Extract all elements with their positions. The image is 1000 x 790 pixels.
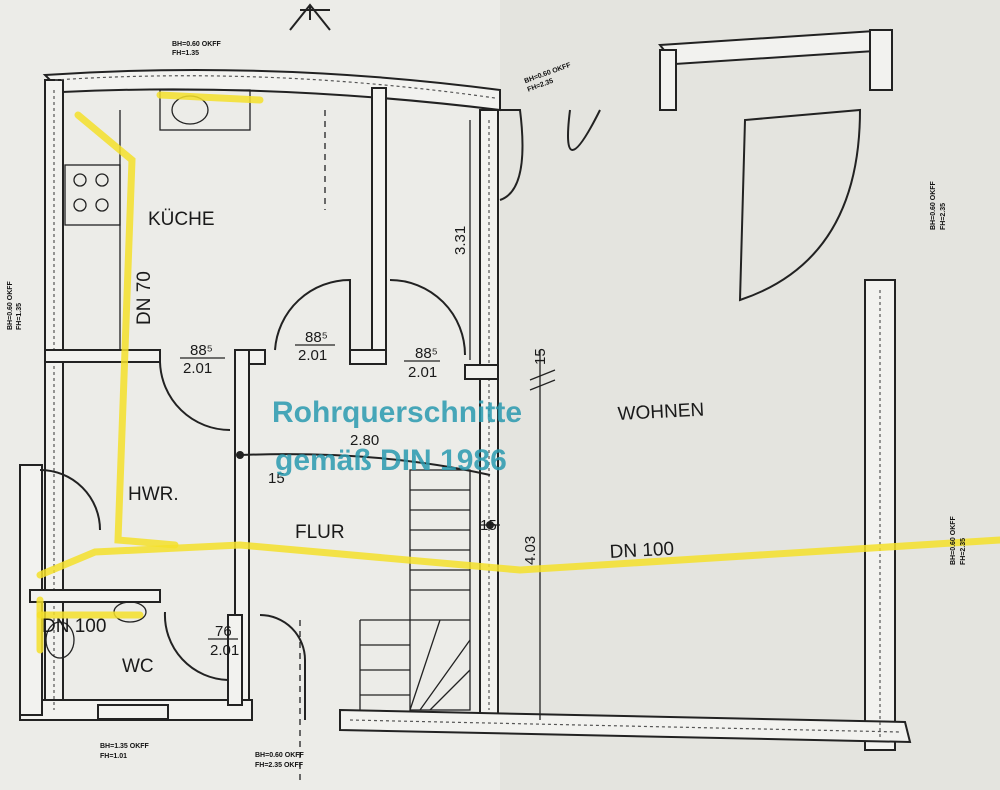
- pipe-label-dn100-wc: DN 100: [42, 616, 106, 637]
- svg-text:2.01: 2.01: [183, 360, 212, 377]
- dimension-15-c: 15: [480, 517, 497, 534]
- svg-text:BH=0.60 OKFF: BH=0.60 OKFF: [950, 515, 957, 565]
- svg-text:76: 76: [215, 623, 232, 640]
- door-label-4: 76 2.01: [208, 623, 239, 659]
- svg-text:FH=1.01: FH=1.01: [100, 753, 127, 760]
- door-label-3: 88⁵ 2.01: [404, 345, 440, 381]
- svg-text:2.01: 2.01: [408, 364, 437, 381]
- room-label-living: WOHNEN: [617, 399, 705, 425]
- svg-text:88⁵: 88⁵: [190, 342, 213, 359]
- svg-text:BH=0.60 OKFF: BH=0.60 OKFF: [172, 41, 222, 48]
- entrance-arrow-icon: [289, 3, 331, 31]
- staircase: [239, 453, 491, 711]
- dimension-15-b: 15: [268, 470, 285, 487]
- blue-stamp: Rohrquerschnitte gemäß DIN 1986: [272, 396, 522, 477]
- window-note-right-top: BH=0.60 OKFF FH=2.35: [930, 180, 947, 230]
- window-note-left-kitchen: BH=0.60 OKFF FH=1.35: [7, 280, 23, 330]
- dimension-331: 3.31: [452, 226, 469, 255]
- window-note-right-mid: BH=0.60 OKFF FH=2.35: [950, 515, 967, 565]
- dimension-280: 2.80: [350, 432, 379, 449]
- interior-walls: [29, 87, 499, 720]
- svg-text:gemäß DIN 1986: gemäß DIN 1986: [275, 444, 507, 477]
- dimension-15-a: 15: [532, 348, 549, 365]
- svg-text:FH=1.35: FH=1.35: [172, 50, 199, 57]
- room-label-kitchen: KÜCHE: [148, 209, 215, 230]
- svg-text:2.01: 2.01: [298, 347, 327, 364]
- svg-text:FH=2.35: FH=2.35: [940, 203, 947, 230]
- svg-text:FH=2.35: FH=2.35: [960, 538, 967, 565]
- window-note-top-kitchen: BH=0.60 OKFF FH=1.35: [172, 41, 222, 57]
- svg-text:88⁵: 88⁵: [305, 329, 328, 346]
- dimension-lines: [236, 110, 556, 780]
- pipe-dn70: [74, 111, 179, 549]
- window-note-bottom-wc: BH=1.35 OKFF FH=1.01: [100, 743, 150, 760]
- svg-text:2.01: 2.01: [210, 642, 239, 659]
- svg-text:BH=1.35 OKFF: BH=1.35 OKFF: [100, 743, 150, 750]
- drain-pipes: [36, 91, 1000, 654]
- svg-text:FH=2.35 OKFF: FH=2.35 OKFF: [255, 762, 304, 769]
- pipe-dn100-main: [36, 536, 1000, 579]
- svg-text:BH=0.60 OKFF: BH=0.60 OKFF: [255, 752, 305, 759]
- door-label-1: 88⁵ 2.01: [180, 342, 225, 377]
- svg-text:88⁵: 88⁵: [415, 345, 438, 362]
- door-swings: [39, 108, 862, 720]
- svg-text:Rohrquerschnitte: Rohrquerschnitte: [272, 396, 522, 429]
- door-label-2: 88⁵ 2.01: [295, 329, 335, 364]
- wall-hatching: [53, 75, 901, 740]
- svg-text:FH=1.35: FH=1.35: [16, 303, 23, 330]
- pipe-label-dn100-main: DN 100: [609, 539, 674, 563]
- dimension-403: 4.03: [522, 536, 539, 565]
- paper-fold-shade: [500, 0, 1000, 790]
- svg-text:BH=0.60 OKFF: BH=0.60 OKFF: [930, 180, 937, 230]
- room-label-hall: FLUR: [295, 522, 345, 543]
- svg-text:BH=0.60 OKFF: BH=0.60 OKFF: [7, 280, 14, 330]
- window-note-bottom-hall: BH=0.60 OKFF FH=2.35 OKFF: [255, 752, 305, 769]
- room-label-utility: HWR.: [128, 484, 179, 505]
- pipe-label-dn70: DN 70: [134, 271, 155, 325]
- room-label-wc: WC: [122, 656, 154, 677]
